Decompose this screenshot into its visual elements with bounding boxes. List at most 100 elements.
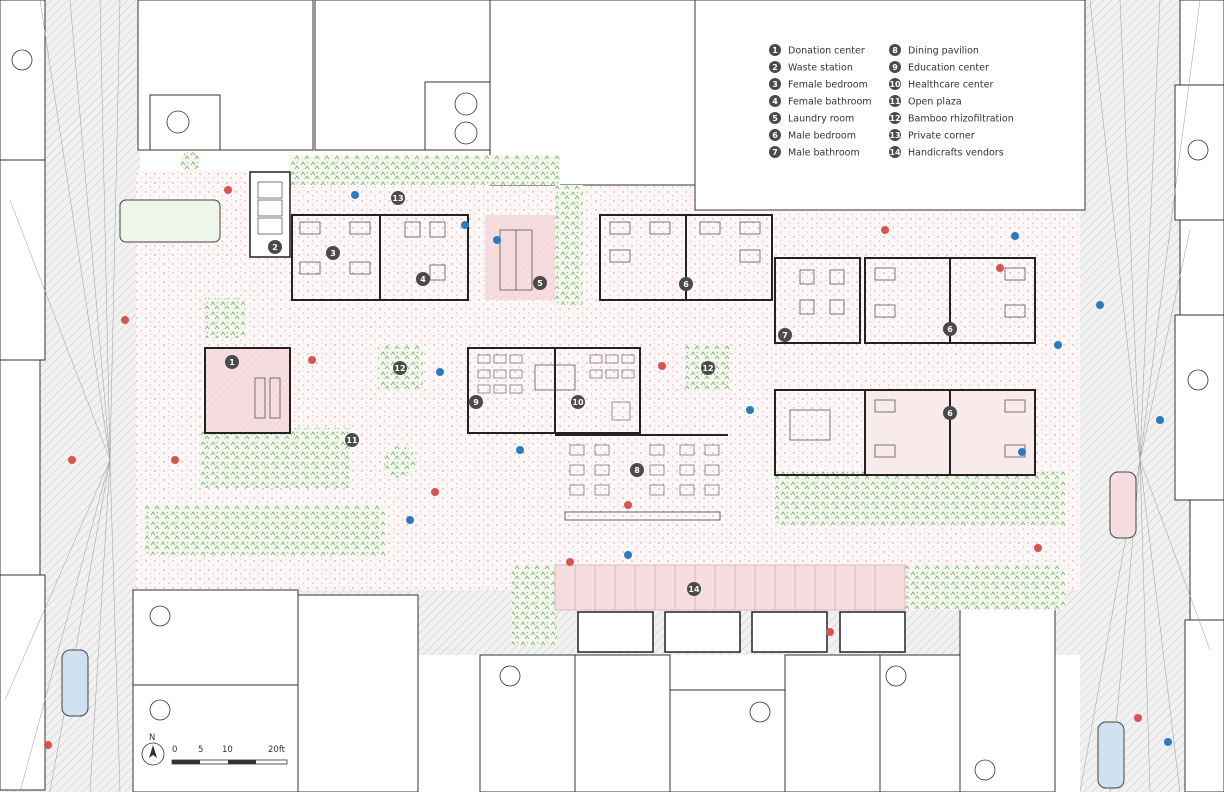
svg-text:2: 2 bbox=[272, 243, 278, 252]
marker-13: 13 bbox=[391, 191, 405, 205]
svg-text:8: 8 bbox=[634, 466, 640, 475]
surrounding-buildings-bottom bbox=[132, 589, 1056, 792]
svg-text:12: 12 bbox=[889, 114, 900, 123]
svg-text:Bamboo rhizofiltration: Bamboo rhizofiltration bbox=[908, 114, 1014, 125]
legend-item: 8 Dining pavilion bbox=[889, 44, 979, 57]
legend-item: 3 Female bedroom bbox=[769, 78, 868, 91]
scale-tick: 0 bbox=[172, 745, 177, 755]
car-pink-right bbox=[1109, 471, 1137, 539]
svg-text:12: 12 bbox=[394, 364, 405, 373]
svg-text:14: 14 bbox=[688, 585, 700, 594]
legend-item: 2 Waste station bbox=[769, 61, 853, 74]
people bbox=[44, 186, 1172, 749]
dining-pavilion bbox=[555, 434, 728, 521]
svg-text:5: 5 bbox=[537, 279, 543, 288]
svg-text:12: 12 bbox=[702, 364, 713, 373]
legend-item: 13 Private corner bbox=[889, 129, 975, 142]
svg-text:3: 3 bbox=[772, 80, 778, 89]
legend-item: 4 Female bathroom bbox=[769, 95, 872, 108]
svg-text:9: 9 bbox=[892, 63, 898, 72]
svg-text:Male bathroom: Male bathroom bbox=[788, 148, 860, 159]
marker-12b: 12 bbox=[701, 361, 715, 375]
svg-text:Private corner: Private corner bbox=[908, 131, 975, 142]
plan-markers: 1 2 3 4 5 6 6 6 7 8 9 10 11 12 12 13 14 bbox=[225, 191, 957, 596]
north-label: N bbox=[149, 733, 155, 743]
svg-text:10: 10 bbox=[889, 80, 901, 89]
legend-item: 10 Healthcare center bbox=[889, 78, 993, 91]
marker-1: 1 bbox=[225, 355, 239, 369]
svg-text:4: 4 bbox=[772, 97, 778, 106]
svg-text:11: 11 bbox=[889, 97, 901, 106]
male-bedroom-lower bbox=[774, 389, 1036, 476]
marker-11: 11 bbox=[345, 433, 359, 447]
svg-text:Laundry room: Laundry room bbox=[788, 114, 854, 125]
legend-item: 11 Open plaza bbox=[889, 95, 962, 108]
svg-text:Donation center: Donation center bbox=[788, 46, 865, 57]
svg-text:Female bathroom: Female bathroom bbox=[788, 97, 872, 108]
svg-text:1: 1 bbox=[772, 46, 778, 55]
svg-text:6: 6 bbox=[947, 325, 953, 334]
scale-bar: N 0 5 10 20ft bbox=[141, 733, 288, 766]
marker-6c: 6 bbox=[943, 406, 957, 420]
scale-tick: 20ft bbox=[268, 745, 286, 755]
marker-6a: 6 bbox=[679, 277, 693, 291]
svg-text:Education center: Education center bbox=[908, 63, 989, 74]
svg-text:Healthcare center: Healthcare center bbox=[908, 80, 993, 91]
marker-4: 4 bbox=[416, 272, 430, 286]
svg-text:7: 7 bbox=[772, 148, 778, 157]
svg-text:6: 6 bbox=[683, 280, 689, 289]
legend-item: 6 Male bedroom bbox=[769, 129, 856, 142]
street-lines bbox=[4, 0, 1211, 792]
male-block-right bbox=[774, 257, 1036, 344]
svg-text:4: 4 bbox=[420, 275, 426, 284]
svg-text:13: 13 bbox=[889, 131, 900, 140]
svg-text:8: 8 bbox=[892, 46, 898, 55]
female-block bbox=[291, 214, 555, 301]
marker-7: 7 bbox=[778, 328, 792, 342]
truck bbox=[119, 199, 221, 243]
car-blue-left bbox=[61, 649, 89, 717]
handicrafts-vendors bbox=[554, 564, 906, 653]
legend-item: 12 Bamboo rhizofiltration bbox=[889, 112, 1014, 125]
svg-text:9: 9 bbox=[473, 398, 479, 407]
svg-text:13: 13 bbox=[392, 194, 403, 203]
svg-text:3: 3 bbox=[330, 249, 336, 258]
marker-9: 9 bbox=[469, 395, 483, 409]
svg-text:14: 14 bbox=[889, 148, 901, 157]
svg-text:Dining pavilion: Dining pavilion bbox=[908, 46, 979, 57]
marker-12a: 12 bbox=[393, 361, 407, 375]
svg-text:10: 10 bbox=[572, 398, 584, 407]
svg-text:6: 6 bbox=[772, 131, 778, 140]
greenery bbox=[145, 152, 1065, 645]
svg-text:7: 7 bbox=[782, 331, 788, 340]
marker-5: 5 bbox=[533, 276, 547, 290]
legend-item: 9 Education center bbox=[889, 61, 989, 74]
scale-tick: 10 bbox=[222, 745, 233, 755]
svg-text:Open plaza: Open plaza bbox=[908, 97, 962, 108]
svg-text:2: 2 bbox=[772, 63, 778, 72]
legend-item: 1 Donation center bbox=[769, 44, 865, 57]
svg-text:Male bedroom: Male bedroom bbox=[788, 131, 856, 142]
vehicles bbox=[61, 199, 1137, 789]
svg-text:6: 6 bbox=[947, 409, 953, 418]
marker-6b: 6 bbox=[943, 322, 957, 336]
svg-text:Waste station: Waste station bbox=[788, 63, 853, 74]
marker-2: 2 bbox=[268, 240, 282, 254]
north-arrow-icon bbox=[141, 742, 165, 766]
svg-text:Female bedroom: Female bedroom bbox=[788, 80, 868, 91]
legend-item: 7 Male bathroom bbox=[769, 146, 860, 159]
marker-3: 3 bbox=[326, 246, 340, 260]
car-blue-right bbox=[1097, 721, 1125, 789]
education-healthcare bbox=[467, 347, 641, 434]
svg-text:11: 11 bbox=[346, 436, 358, 445]
svg-text:1: 1 bbox=[229, 358, 235, 367]
marker-14: 14 bbox=[687, 582, 701, 596]
marker-8: 8 bbox=[630, 463, 644, 477]
donation-center-building bbox=[204, 347, 291, 434]
scale-tick: 5 bbox=[198, 745, 203, 755]
